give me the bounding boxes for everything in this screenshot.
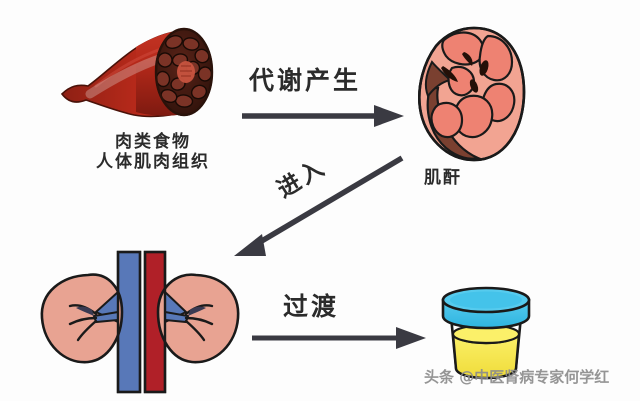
arrow-bottom-shape: [252, 327, 426, 349]
muscle-bundle-icon: [60, 27, 214, 118]
arrow-top-label: 代谢产生: [249, 66, 362, 95]
kidney-cross-section-icon: [418, 26, 526, 162]
arrow-top-shape: [242, 105, 404, 127]
muscle-caption: 肉类食物 人体肌肉组织: [78, 132, 228, 172]
watermark-text: 头条 @中医肾病专家何学红: [424, 368, 610, 386]
muscle-caption-line1: 肉类食物: [115, 132, 191, 152]
muscle-caption-line2: 人体肌肉组织: [96, 152, 210, 173]
creatinine-label: 肌酐: [424, 168, 462, 188]
urine-specimen-cup-icon: [441, 286, 531, 380]
arrow-diagonal-label: 进入: [273, 154, 331, 204]
kidneys-with-vessels-icon: [40, 250, 240, 394]
arrow-bottom-label: 过渡: [283, 292, 340, 321]
